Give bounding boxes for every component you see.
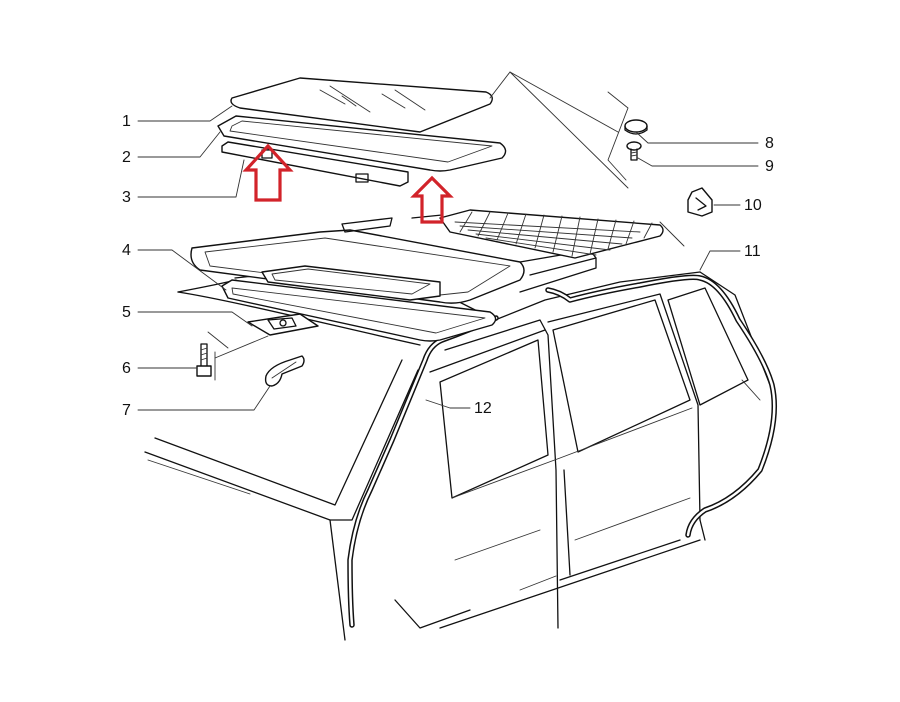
callout-2: 2 (122, 149, 131, 166)
sunroof-glass-panel (230, 77, 493, 133)
glass-seal-frame (217, 115, 507, 172)
callout-6: 6 (122, 360, 131, 377)
callout-labels: 1 2 3 4 5 6 7 8 9 10 11 12 (122, 113, 774, 419)
part-9-screw (626, 141, 642, 161)
callout-8: 8 (765, 135, 774, 152)
door-seal-rear (545, 274, 778, 538)
callout-10: 10 (744, 197, 762, 214)
part-8-cap (624, 119, 648, 135)
callout-7: 7 (122, 402, 131, 419)
part-5-bracket (247, 313, 319, 336)
car-body (144, 261, 771, 641)
callout-5: 5 (122, 304, 131, 321)
callout-4: 4 (122, 242, 131, 259)
leader-lines (137, 105, 759, 411)
part-6-bolt (196, 343, 212, 377)
part-7-handle (264, 355, 305, 387)
callout-12: 12 (474, 400, 492, 417)
door-seal-front (347, 315, 499, 628)
deflector-strip (221, 141, 409, 187)
sunshade-grille (411, 209, 664, 259)
sunroof-frame (190, 217, 597, 304)
part-10-clip (687, 187, 713, 217)
callout-3: 3 (122, 189, 131, 206)
sunroof-inner-seal (221, 279, 497, 342)
highlight-arrow-right (410, 175, 454, 224)
callout-1: 1 (122, 113, 131, 130)
callout-9: 9 (765, 158, 774, 175)
callout-11: 11 (744, 243, 761, 260)
highlight-arrow-left (242, 143, 294, 202)
group-brackets (207, 71, 685, 381)
